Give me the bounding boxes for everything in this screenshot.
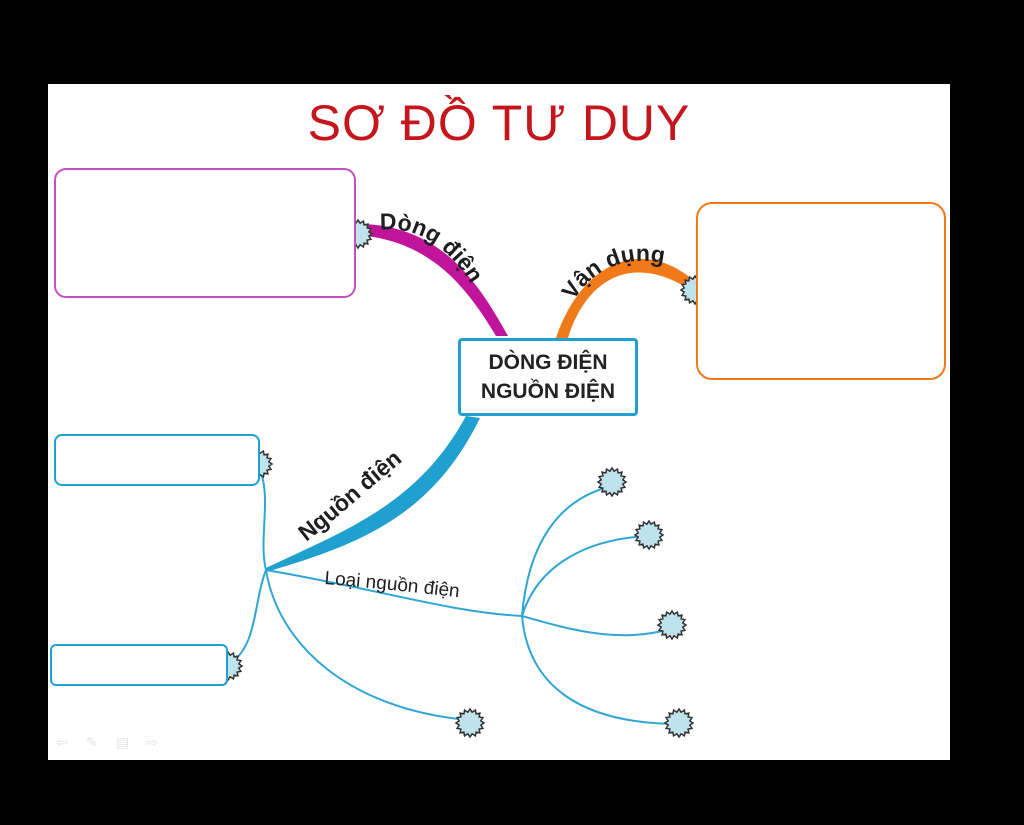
central-topic-line2: NGUỒN ĐIỆN — [480, 380, 616, 403]
menu-icon[interactable]: ▤ — [116, 734, 130, 750]
sub-branch-label-loai-nguon-dien: Loại nguồn điện — [324, 568, 461, 602]
answer-box-nguon-dien-1[interactable] — [54, 434, 260, 486]
connector-node-icon — [596, 466, 628, 498]
forward-icon[interactable]: ⇨ — [146, 734, 158, 750]
sub-branch-line-4 — [521, 615, 681, 725]
connector-node-icon — [633, 519, 665, 551]
pen-icon[interactable]: ✎ — [86, 734, 98, 750]
branch-line-loai-nguon-dien — [265, 569, 523, 617]
central-topic-box: DÒNG ĐIỆN NGUỒN ĐIỆN — [458, 338, 638, 416]
sub-branch-line-1 — [521, 485, 613, 617]
answer-box-van-dung[interactable] — [696, 202, 946, 380]
branch-line-bottom-node — [265, 569, 469, 721]
sub-branch-line-2 — [521, 535, 649, 617]
slide-title: SƠ ĐỒ TƯ DUY — [307, 95, 691, 151]
slide-toolbar: ⇦ ✎ ▤ ⇨ — [56, 732, 162, 752]
connector-node-icon — [656, 609, 688, 641]
mindmap-canvas: Dòng điện Vận dụng Nguồn điện Loại nguồn… — [212, 208, 711, 739]
branch-line-lower-box — [229, 569, 267, 665]
connector-node-icon — [663, 707, 695, 739]
connector-node-icon — [454, 707, 486, 739]
answer-box-nguon-dien-2[interactable] — [50, 644, 228, 686]
answer-box-dong-dien[interactable] — [54, 168, 356, 298]
central-topic-line1: DÒNG ĐIỆN — [488, 351, 608, 374]
sub-branch-line-3 — [521, 615, 671, 637]
back-icon[interactable]: ⇦ — [56, 734, 68, 750]
branch-nguon-dien-line — [266, 416, 480, 572]
branch-line-upper-box — [257, 465, 267, 571]
branch-label-dong-dien: Dòng điện — [380, 208, 489, 287]
branch-van-dung-line — [556, 258, 698, 338]
branch-dong-dien-line — [366, 224, 508, 336]
slide: SƠ ĐỒ TƯ DUY Dòng điện Vận dụng — [48, 84, 950, 760]
